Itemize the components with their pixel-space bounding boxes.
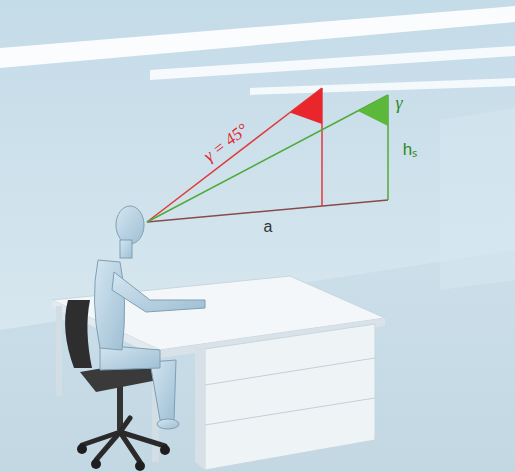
- room-floor: [0, 250, 515, 472]
- dimension-label: hₛ: [403, 141, 417, 160]
- chair-post: [117, 385, 123, 430]
- drawer-line: [205, 358, 375, 385]
- mannequin: [94, 206, 205, 429]
- ceiling-luminaire: [150, 46, 515, 80]
- drawer-line: [205, 398, 375, 425]
- ceiling-luminaire: [250, 78, 515, 95]
- chair-back: [65, 300, 92, 368]
- drawer-unit: [205, 324, 375, 470]
- chair-base: [82, 418, 165, 462]
- angle-wedge-45: [290, 88, 322, 124]
- room-side-wall: [440, 108, 515, 290]
- drawer-side: [195, 347, 205, 470]
- dimension-label: a: [264, 218, 273, 236]
- angle-label: γ: [395, 94, 402, 114]
- angle-wedge: [358, 95, 388, 126]
- sight-line: [147, 95, 388, 222]
- desk-leg: [56, 306, 62, 396]
- sight-line-45: [147, 88, 322, 222]
- chair-wheels: [77, 444, 170, 471]
- angle-label: γ = 45°: [200, 120, 251, 165]
